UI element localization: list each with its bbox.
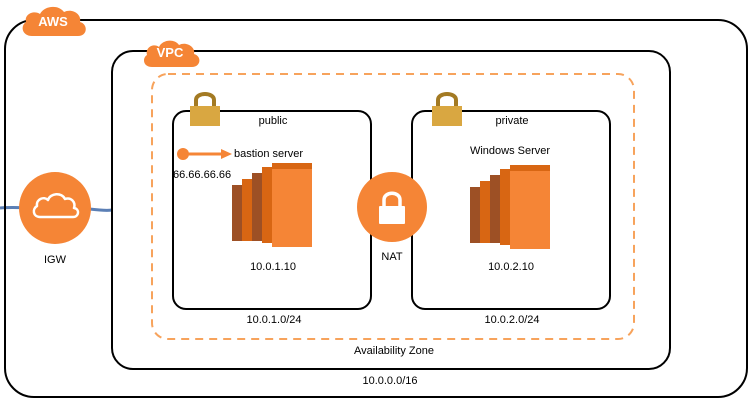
igw-label: IGW <box>44 254 66 266</box>
public-subnet-cidr: 10.0.1.0/24 <box>246 314 302 326</box>
vpc-cloud-badge-icon <box>144 40 200 67</box>
public-subnet-lock-icon <box>190 92 220 126</box>
private-subnet-name: private <box>495 115 529 127</box>
windows-ec2-instance-icon <box>470 165 550 249</box>
availability-zone-region <box>151 73 635 340</box>
vpc-container <box>111 50 671 370</box>
windows-server-label: Windows Server <box>469 145 551 157</box>
aws-label: AWS <box>38 14 68 29</box>
elastic-ip-label: 66.66.66.66 <box>173 169 232 181</box>
bastion-server-ip: 10.0.1.10 <box>250 261 296 273</box>
igw-icon <box>19 172 91 244</box>
aws-cidr-label: 10.0.0.0/16 <box>362 375 418 387</box>
aws-cloud-badge-icon <box>22 6 86 37</box>
vpc-label: VPC <box>156 45 184 60</box>
elastic-ip-icon <box>177 148 232 160</box>
nat-label: NAT <box>381 251 403 263</box>
aws-cloud-container <box>4 19 748 398</box>
public-subnet-name: public <box>258 115 288 127</box>
availability-zone-label: Availability Zone <box>354 345 434 357</box>
nat-gateway-icon <box>357 172 427 242</box>
private-subnet-cidr: 10.0.2.0/24 <box>484 314 540 326</box>
bastion-server-label: bastion server <box>234 148 304 160</box>
windows-server-ip: 10.0.2.10 <box>488 261 534 273</box>
bastion-ec2-instance-icon <box>232 163 312 247</box>
private-subnet-lock-icon <box>432 92 462 126</box>
